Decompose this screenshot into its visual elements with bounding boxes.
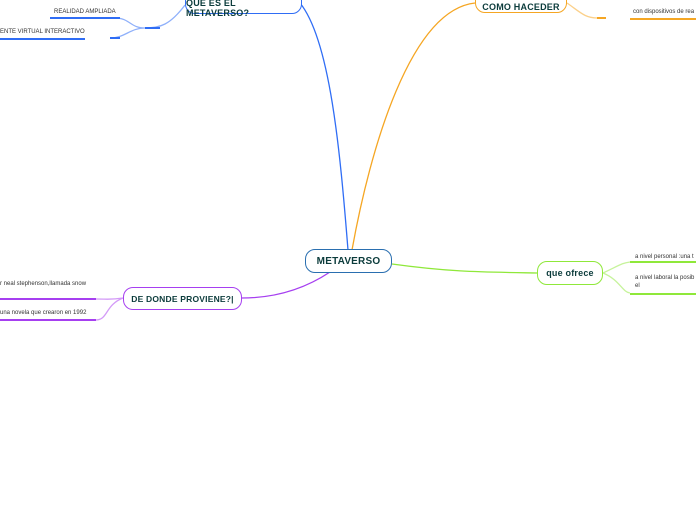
line-central-como [351, 2, 476, 251]
leaf-nivel-personal[interactable]: a nivel personal :una t [635, 254, 694, 260]
leaf-novela-1992[interactable]: una novela que crearon en 1992 [0, 310, 87, 316]
leaf-dispositivos[interactable]: con dispositivos de rea [633, 9, 695, 15]
line-central-ofrece [391, 263, 538, 274]
leaf-realidad-ampliada[interactable]: REALIDAD AMPLIADA [54, 9, 116, 15]
line-queEs-leaves [109, 4, 186, 39]
leaf-neal-stephenson[interactable]: r neal stephenson,llamada snow [0, 281, 87, 287]
node-que-es-el-metaverso[interactable]: QUE ES EL METAVERSO? [185, 0, 302, 18]
line-central-proviene [241, 271, 331, 299]
line-central-queEs [299, 2, 349, 251]
node-como-haceder[interactable]: COMO HACEDER [475, 0, 567, 13]
central-node[interactable]: METAVERSO [305, 249, 392, 273]
leaf-ente-virtual[interactable]: ENTE VIRTUAL INTERACTIVO [0, 29, 85, 35]
node-de-donde-proviene[interactable]: DE DONDE PROVIENE?| [123, 287, 242, 310]
node-que-ofrece[interactable]: que ofrece [537, 261, 603, 285]
leaf-nivel-laboral[interactable]: a nivel laboral la posib en el [635, 275, 696, 289]
